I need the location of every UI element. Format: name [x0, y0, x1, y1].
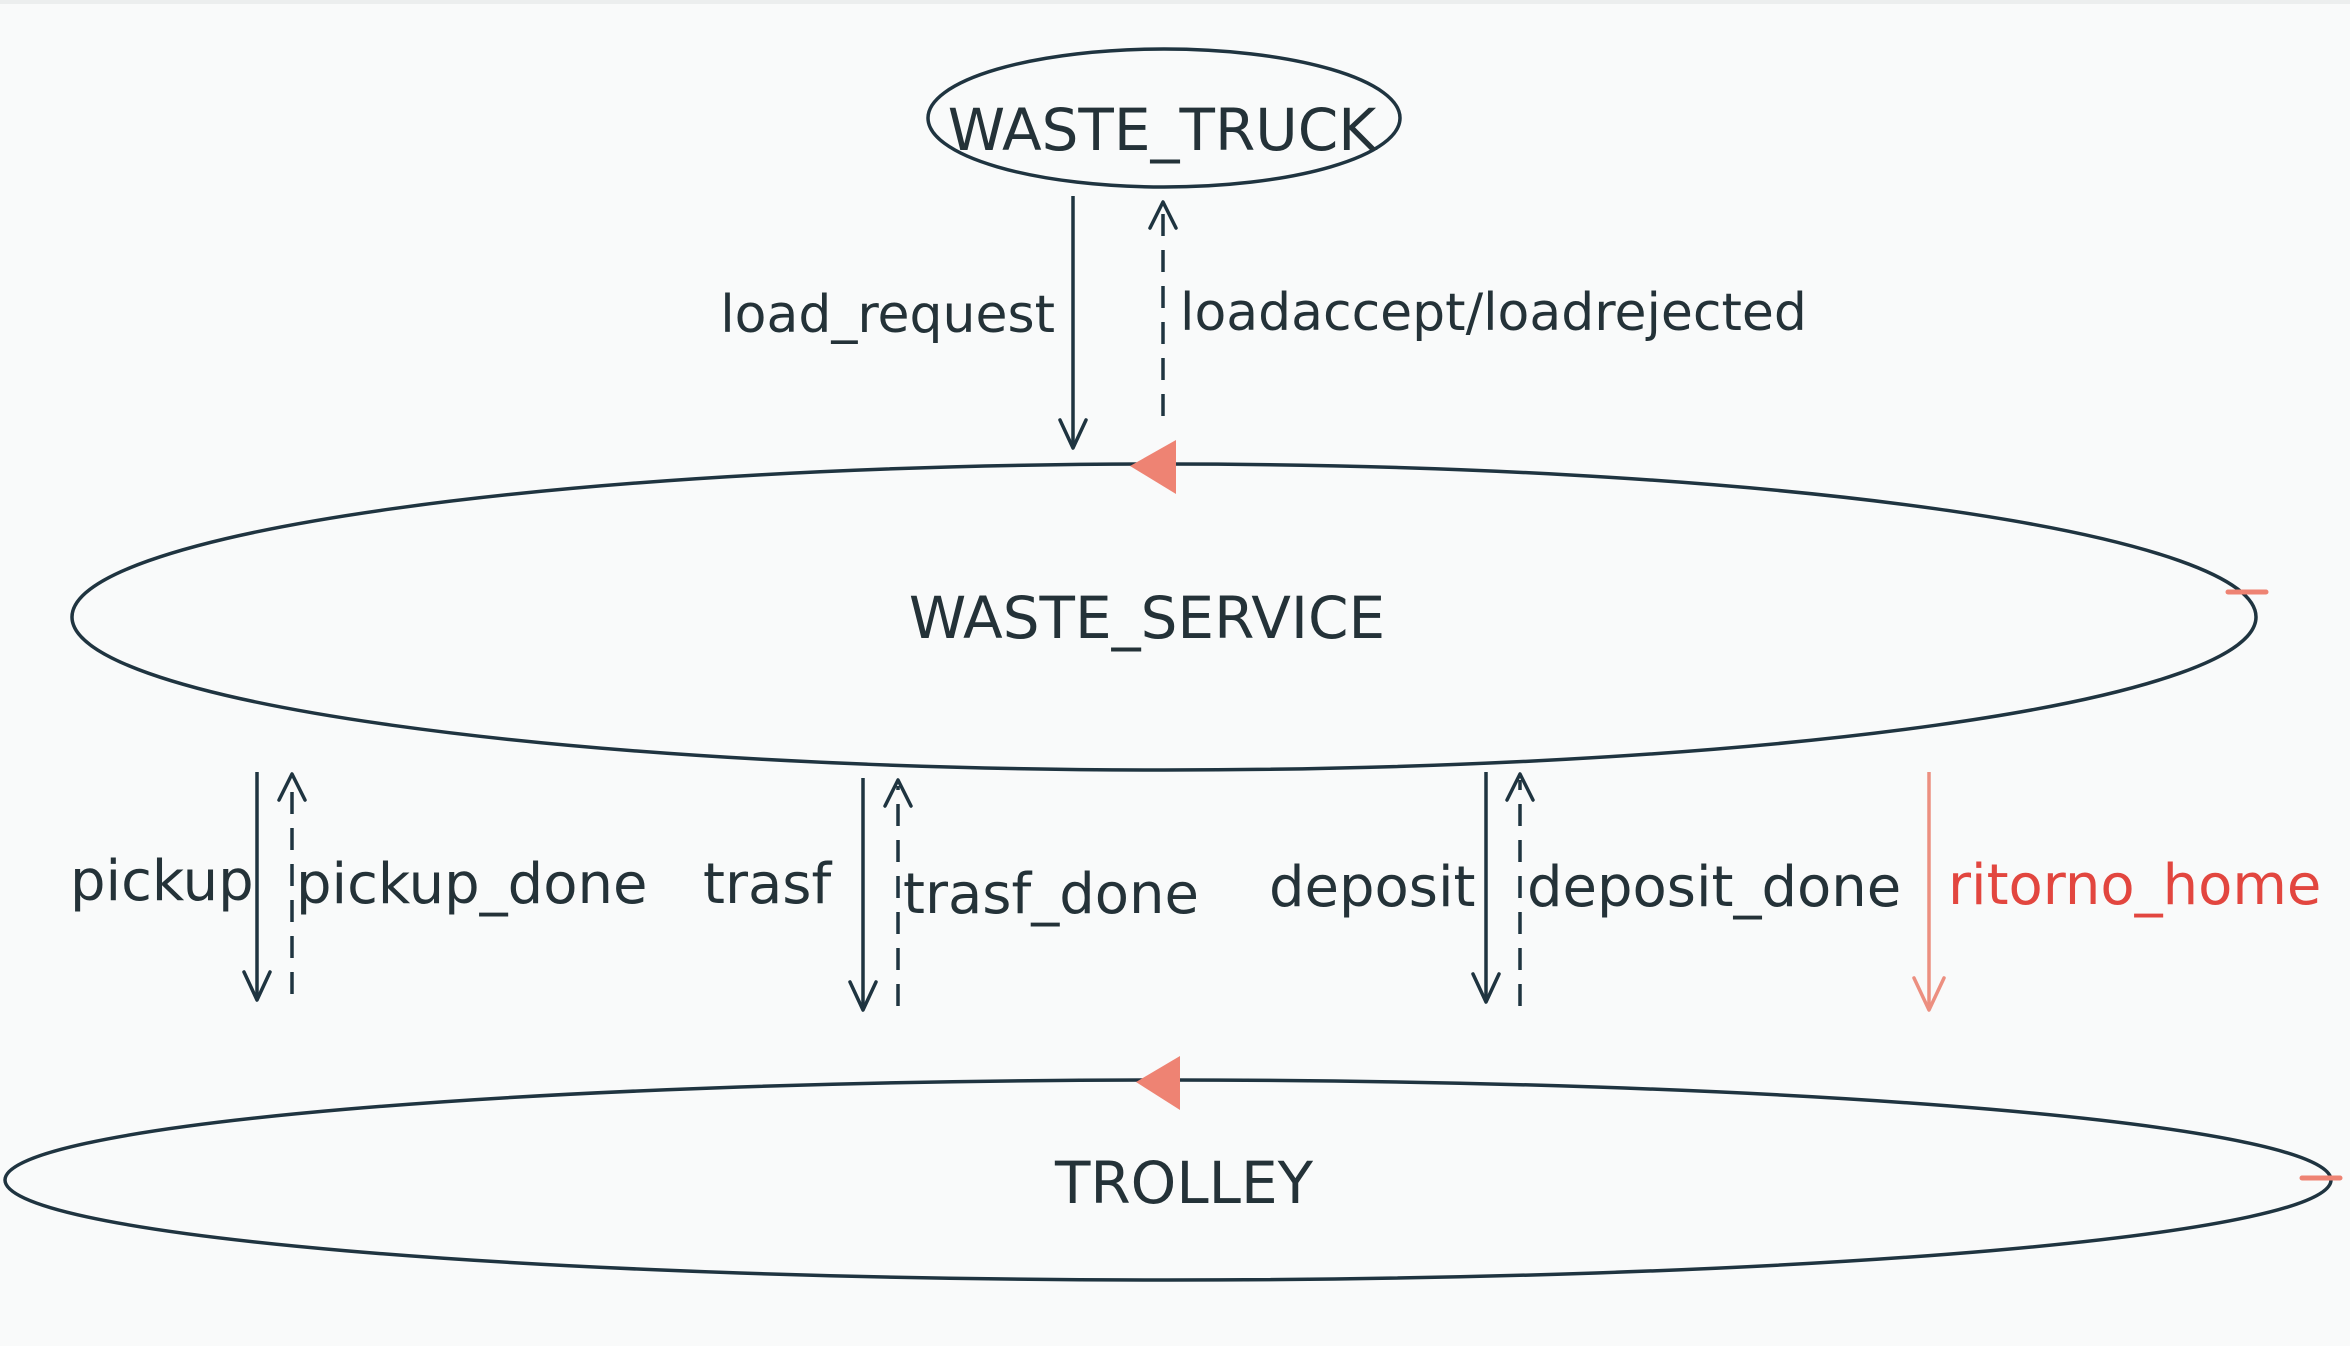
edge-pickup-done: pickup_done — [277, 772, 647, 994]
waste-truck-label: WASTE_TRUCK — [948, 96, 1378, 164]
edge-pickup: pickup — [70, 772, 272, 1002]
deposit-done-arrowhead — [1505, 772, 1535, 802]
trolley-marker — [1136, 1056, 1180, 1110]
edge-deposit: deposit — [1269, 772, 1501, 1004]
node-waste-service: WASTE_SERVICE — [70, 440, 2269, 772]
deposit-arrowhead — [1471, 972, 1501, 1004]
load-request-label: load_request — [720, 285, 1055, 345]
deposit-done-label: deposit_done — [1527, 855, 1901, 920]
trasf-label: trasf — [703, 852, 832, 917]
pickup-label: pickup — [70, 849, 254, 914]
node-trolley: TROLLEY — [3, 1056, 2343, 1282]
edge-load-request: load_request — [720, 196, 1088, 450]
waste-truck-ellipse — [926, 47, 1402, 189]
pickup-done-arrowhead — [277, 772, 307, 802]
trasf-done-label: trasf_done — [903, 862, 1199, 927]
pickup-done-label: pickup_done — [296, 852, 647, 917]
edge-load-reply: loadaccept/loadrejected — [1148, 200, 1807, 416]
node-waste-truck: WASTE_TRUCK — [926, 47, 1402, 189]
trasf-done-arrowhead — [883, 778, 913, 808]
edge-trasf: trasf — [703, 778, 878, 1012]
waste-service-marker — [1130, 440, 1176, 494]
pickup-arrowhead — [242, 970, 272, 1002]
edge-trasf-done: trasf_done — [883, 778, 1199, 1006]
ritorno-home-arrowhead — [1912, 976, 1946, 1012]
edge-deposit-done: deposit_done — [1505, 772, 1901, 1006]
top-border — [0, 0, 2350, 4]
load-reply-arrowhead — [1148, 200, 1178, 230]
waste-service-label: WASTE_SERVICE — [909, 584, 1385, 652]
load-reply-label: loadaccept/loadrejected — [1180, 283, 1807, 343]
trolley-label: TROLLEY — [1054, 1149, 1314, 1217]
trasf-arrowhead — [848, 980, 878, 1012]
load-request-arrowhead — [1058, 418, 1088, 450]
edge-ritorno-home: ritorno_home — [1912, 772, 2321, 1012]
ritorno-home-label: ritorno_home — [1948, 853, 2321, 918]
deposit-label: deposit — [1269, 855, 1476, 920]
